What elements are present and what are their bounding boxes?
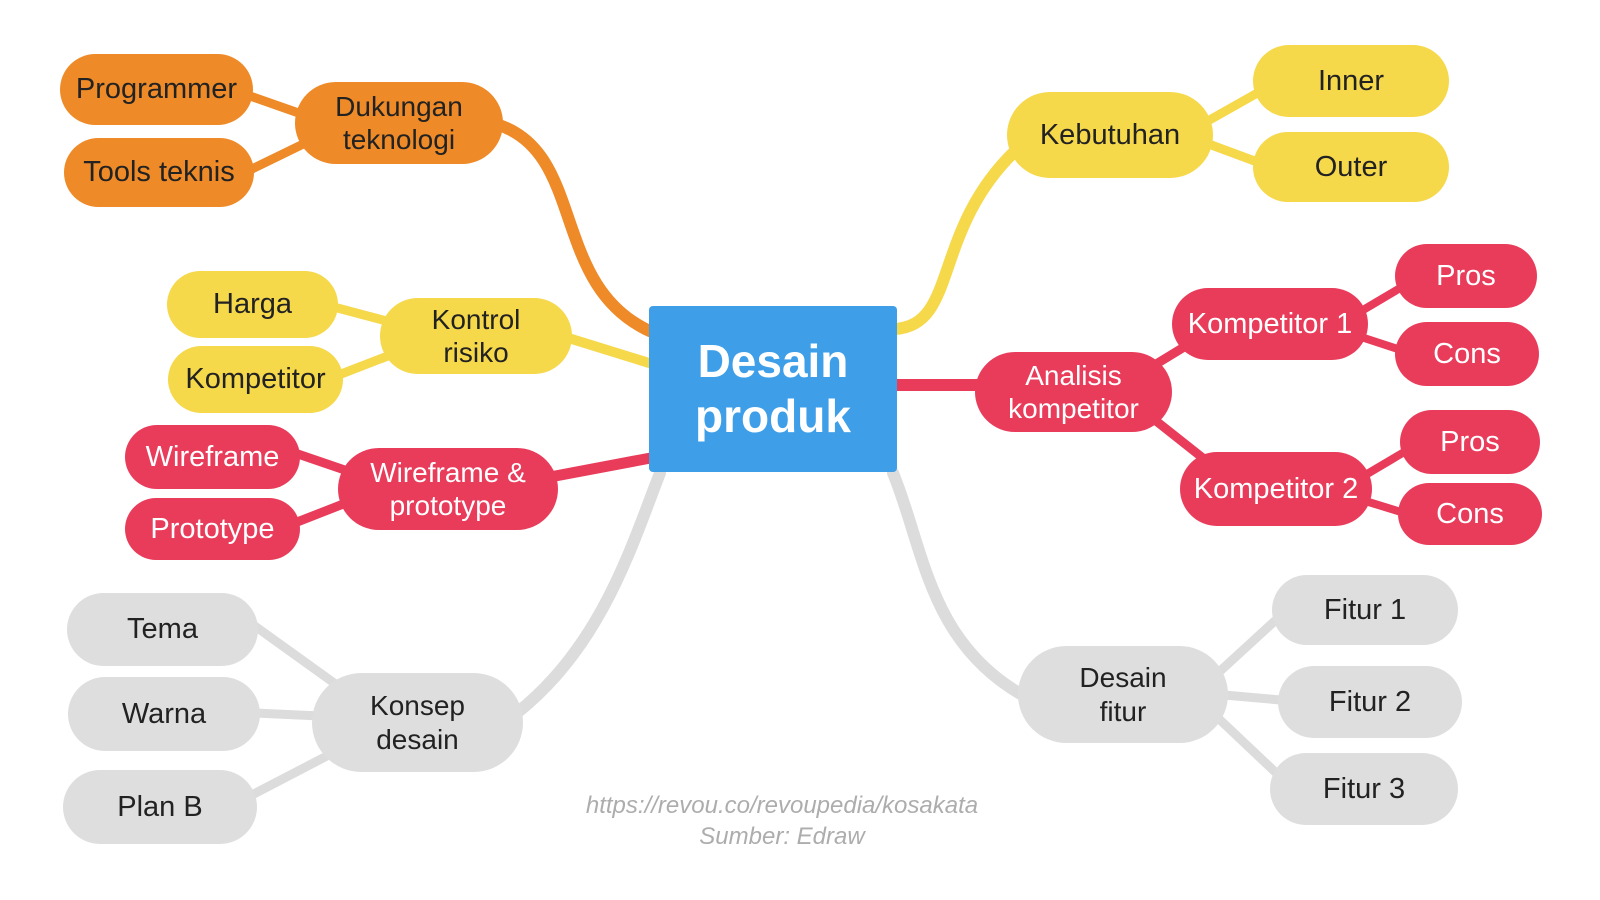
- node-fitur-2[interactable]: Fitur 2: [1278, 666, 1462, 738]
- node-kompetitor-2[interactable]: Kompetitor 2: [1180, 452, 1372, 526]
- node-tools-teknis-label: Tools teknis: [83, 156, 235, 189]
- node-kompetitor-1-cons-label: Cons: [1433, 337, 1501, 370]
- node-dukungan-teknologi-label: Dukungan teknologi: [335, 90, 463, 155]
- node-harga-label: Harga: [213, 288, 292, 321]
- node-kompetitor-2-pros-label: Pros: [1440, 425, 1500, 458]
- node-kompetitor-2-cons[interactable]: Cons: [1398, 483, 1542, 545]
- node-fitur-3[interactable]: Fitur 3: [1270, 753, 1458, 825]
- node-kompetitor-1-pros-label: Pros: [1436, 259, 1496, 292]
- node-inner[interactable]: Inner: [1253, 45, 1449, 117]
- connector-kontrol-center: [557, 331, 667, 372]
- connector-dukungan-center: [490, 118, 660, 339]
- node-kompetitor-1-cons[interactable]: Cons: [1395, 322, 1539, 386]
- node-dukungan-teknologi[interactable]: Dukungan teknologi: [295, 82, 503, 164]
- node-programmer-label: Programmer: [75, 73, 238, 106]
- node-kebutuhan-label: Kebutuhan: [1039, 118, 1181, 151]
- node-outer[interactable]: Outer: [1253, 132, 1449, 202]
- connector-konsep-center: [512, 467, 666, 718]
- node-harga[interactable]: Harga: [167, 271, 338, 338]
- node-kompetitor[interactable]: Kompetitor: [168, 346, 343, 413]
- footer-url: https://revou.co/revoupedia/kosakata: [585, 792, 979, 819]
- node-prototype[interactable]: Prototype: [125, 498, 300, 560]
- node-plan-b[interactable]: Plan B: [63, 770, 257, 844]
- node-fitur-2-label: Fitur 2: [1328, 685, 1412, 718]
- node-kompetitor-1-label: Kompetitor 1: [1187, 307, 1353, 340]
- connector-desainfitur-center: [887, 467, 1030, 702]
- node-desain-fitur[interactable]: Desain fitur: [1018, 646, 1228, 743]
- node-kebutuhan[interactable]: Kebutuhan: [1007, 92, 1213, 178]
- node-tools-teknis[interactable]: Tools teknis: [64, 138, 254, 207]
- node-wireframe-label: Wireframe: [145, 440, 280, 473]
- node-tema[interactable]: Tema: [67, 593, 258, 666]
- node-wireframe[interactable]: Wireframe: [125, 425, 300, 489]
- node-plan-b-label: Plan B: [117, 790, 203, 823]
- node-prototype-label: Prototype: [150, 512, 275, 545]
- center-node-desain-produk[interactable]: Desain produk: [649, 306, 897, 472]
- node-konsep-desain[interactable]: Konsep desain: [312, 673, 523, 772]
- node-programmer[interactable]: Programmer: [60, 54, 253, 125]
- node-fitur-1-label: Fitur 1: [1323, 593, 1407, 626]
- node-inner-label: Inner: [1317, 64, 1385, 97]
- footer: https://revou.co/revoupedia/kosakata Sum…: [482, 790, 1082, 852]
- connector-wp-center: [544, 451, 662, 483]
- node-fitur-3-label: Fitur 3: [1322, 772, 1406, 805]
- node-kontrol-risiko-label: Kontrol risiko: [431, 303, 521, 368]
- node-outer-label: Outer: [1314, 150, 1388, 183]
- node-wireframe-prototype[interactable]: Wireframe & prototype: [338, 448, 558, 530]
- node-kompetitor-1[interactable]: Kompetitor 1: [1172, 288, 1368, 360]
- node-warna[interactable]: Warna: [68, 677, 260, 751]
- node-kompetitor-label: Kompetitor: [185, 363, 326, 396]
- node-kompetitor-2-cons-label: Cons: [1436, 497, 1504, 530]
- node-konsep-desain-label: Konsep desain: [370, 690, 465, 755]
- connector-kebutuhan-center: [889, 146, 1020, 335]
- footer-source: Sumber: Edraw: [699, 823, 865, 850]
- node-tema-label: Tema: [127, 613, 198, 646]
- node-warna-label: Warna: [121, 697, 207, 730]
- node-wireframe-prototype-label: Wireframe & prototype: [370, 456, 526, 521]
- node-kompetitor-1-pros[interactable]: Pros: [1395, 244, 1537, 308]
- node-kontrol-risiko[interactable]: Kontrol risiko: [380, 298, 572, 374]
- center-node-label: Desain produk: [695, 334, 851, 442]
- node-fitur-1[interactable]: Fitur 1: [1272, 575, 1458, 645]
- node-kompetitor-2-pros[interactable]: Pros: [1400, 410, 1540, 474]
- node-desain-fitur-label: Desain fitur: [1079, 662, 1167, 727]
- node-analisis-kompetitor[interactable]: Analisis kompetitor: [975, 352, 1172, 432]
- node-kompetitor-2-label: Kompetitor 2: [1193, 472, 1359, 505]
- node-analisis-kompetitor-label: Analisis kompetitor: [1008, 359, 1139, 424]
